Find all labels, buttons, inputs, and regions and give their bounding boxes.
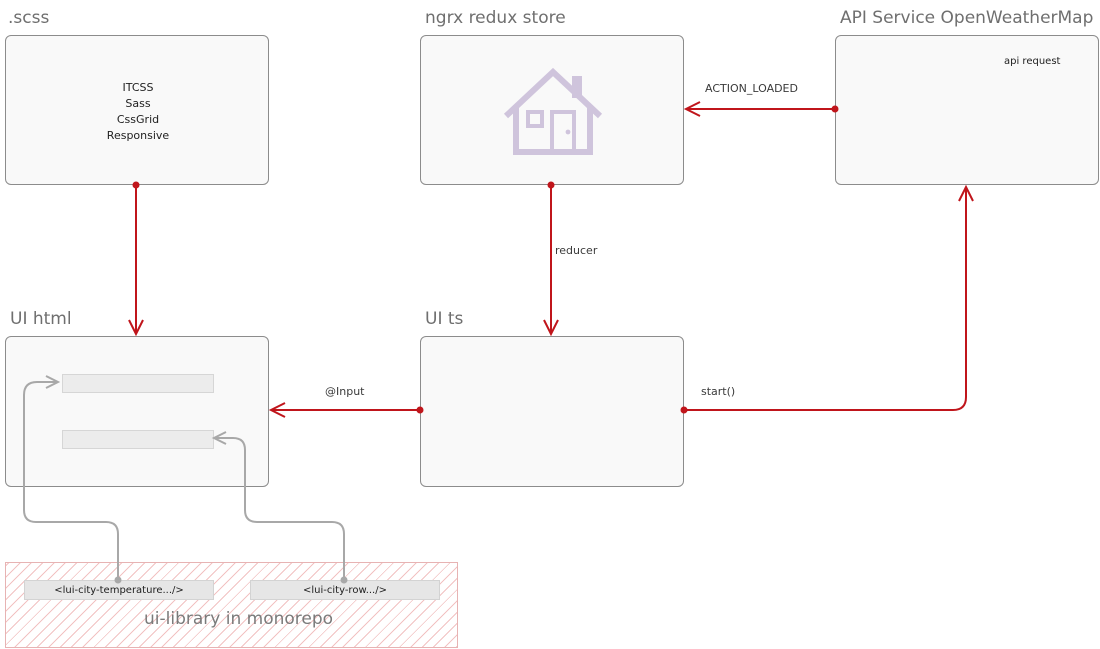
reducer-label: reducer — [555, 244, 598, 257]
house-icon — [503, 67, 603, 155]
ui-html-slot-row — [62, 430, 214, 449]
api-request-label: api request — [1004, 56, 1061, 67]
scss-box[interactable]: ITCSS Sass CssGrid Responsive — [5, 35, 269, 185]
input-arrowhead — [268, 402, 286, 418]
row-port — [340, 576, 348, 584]
start-arrowhead — [958, 184, 974, 202]
scss-line-itcss: ITCSS — [122, 81, 154, 94]
ui-ts-box[interactable] — [420, 336, 684, 487]
store-title: ngrx redux store — [425, 8, 566, 28]
temperature-connector-head — [45, 375, 61, 389]
scss-line-cssgrid: CssGrid — [116, 113, 160, 126]
ui-html-slot-temperature — [62, 374, 214, 393]
temperature-connector — [23, 381, 119, 580]
api-port — [831, 105, 839, 113]
store-box[interactable] — [420, 35, 684, 185]
input-label: @Input — [325, 385, 365, 398]
scss-line-responsive: Responsive — [106, 129, 170, 142]
action-loaded-label: ACTION_LOADED — [705, 82, 798, 95]
scss-title: .scss — [8, 8, 50, 28]
ui-html-title: UI html — [10, 309, 72, 329]
store-port — [547, 181, 555, 189]
ui-ts-start-port — [680, 406, 688, 414]
ui-html-box[interactable] — [5, 336, 269, 487]
temperature-port — [114, 576, 122, 584]
api-box[interactable]: api request — [835, 35, 1099, 185]
start-arrow — [684, 187, 967, 411]
scss-port — [132, 181, 140, 189]
row-connector-head — [211, 431, 227, 445]
reducer-arrowhead — [543, 319, 559, 337]
ui-library-area: <lui-city-temperature.../> <lui-city-row… — [5, 562, 458, 648]
api-title: API Service OpenWeatherMap — [840, 8, 1094, 28]
ui-ts-input-port — [416, 406, 424, 414]
ui-library-title: ui-library in monorepo — [144, 609, 334, 629]
scss-to-ui-html-arrowhead — [128, 319, 144, 337]
ui-ts-title: UI ts — [425, 309, 464, 329]
action-loaded-arrowhead — [683, 101, 701, 117]
row-connector — [214, 437, 345, 580]
scss-line-sass: Sass — [125, 97, 151, 110]
start-label: start() — [701, 385, 736, 398]
